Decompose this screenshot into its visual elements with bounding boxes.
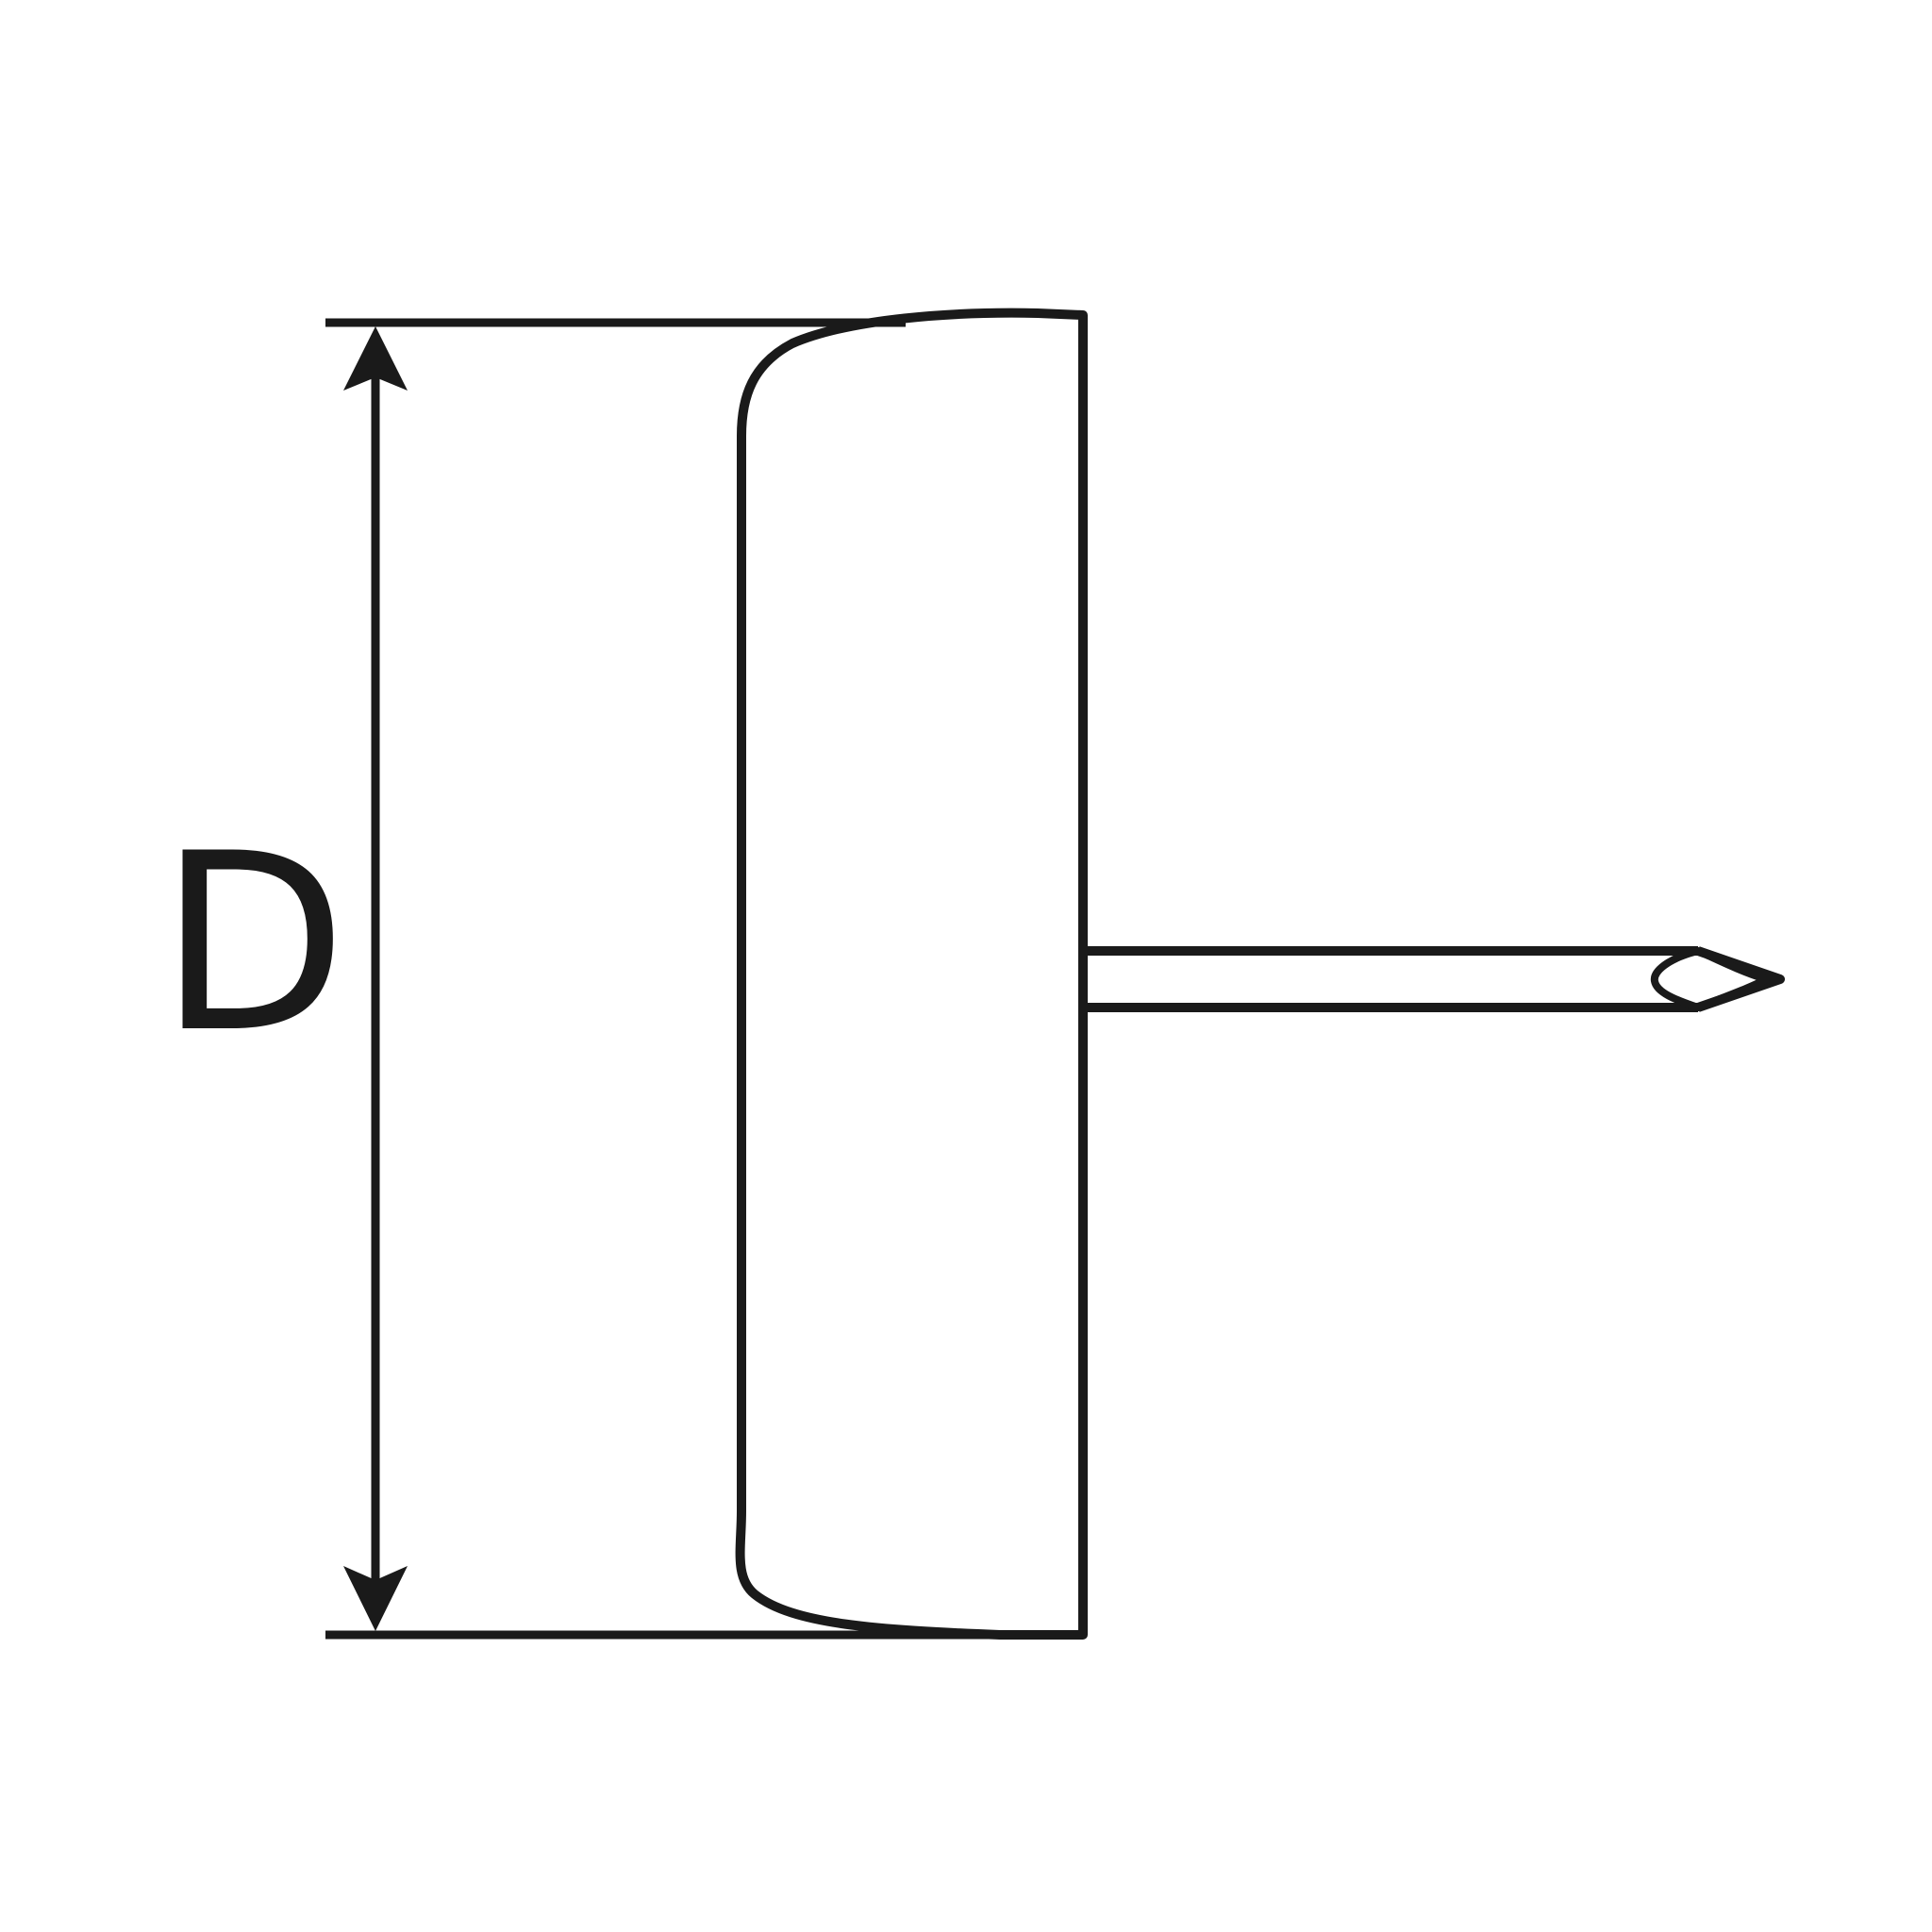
- dimension-label: D: [158, 802, 347, 1087]
- tack-head-outline: [735, 308, 1088, 1640]
- bottom-arrowhead: [343, 1566, 408, 1631]
- tack-point-bevel: [1650, 947, 1770, 1011]
- top-arrowhead: [343, 326, 408, 391]
